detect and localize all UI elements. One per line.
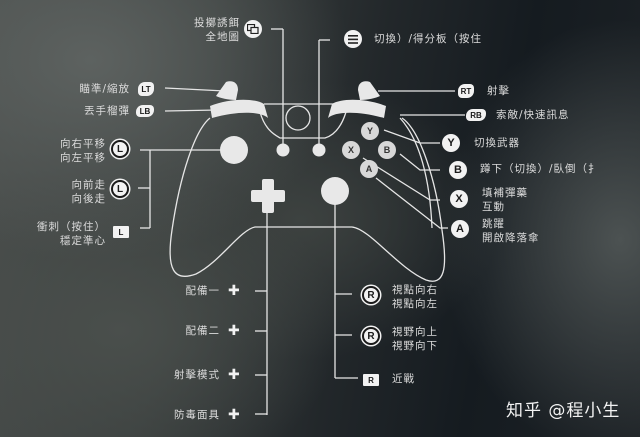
dpad-right-icon: ✚ (228, 323, 240, 339)
view-icon (244, 20, 262, 38)
rs-v-line2: 視野向下 (392, 340, 438, 352)
rt-label: 射擊 (487, 85, 510, 97)
ls-vertical-label: 向前走 向後走 (50, 178, 106, 206)
dpad-up-icon: ✚ (228, 367, 240, 383)
controller-y-glyph: Y (367, 126, 373, 136)
ls-h-line1: 向右平移 (60, 138, 106, 150)
a-button-badge: A (451, 220, 469, 238)
view-label-line1: 投擲誘餌 (194, 17, 240, 29)
dpad-left-label: 配備一 (185, 285, 220, 297)
left-stick-icon: L (111, 140, 129, 158)
a-label: 跳躍 開啟降落傘 (482, 217, 540, 245)
lb-label: 丟手榴彈 (84, 105, 130, 117)
rs-click-label: 近戰 (392, 373, 415, 385)
a-line1: 跳躍 (482, 218, 505, 230)
right-stick-icon: R (362, 286, 380, 304)
dpad-left-icon: ✚ (228, 283, 240, 299)
right-stick-click-icon: R (363, 374, 379, 386)
left-stick-click-icon: L (113, 226, 129, 238)
rt-badge: RT (458, 84, 474, 98)
rs-v-line1: 視野向上 (392, 326, 438, 338)
x-button-badge: X (450, 190, 468, 208)
y-button-badge: Y (442, 134, 460, 152)
ls-horizontal-label: 向右平移 向左平移 (50, 137, 106, 165)
dpad-down-icon: ✚ (228, 407, 240, 423)
y-label: 切換武器 (474, 137, 520, 149)
left-stick-icon: L (111, 180, 129, 198)
a-line2: 開啟降落傘 (482, 232, 540, 244)
ls-v-line1: 向前走 (71, 179, 106, 191)
dpad-right-label: 配備二 (185, 325, 220, 337)
rs-h-line2: 視點向左 (392, 298, 438, 310)
controller-x-glyph: X (348, 145, 354, 155)
lt-label: 瞄準/縮放 (79, 83, 130, 95)
rs-horizontal-label: 視點向右 視點向左 (392, 283, 438, 311)
x-line2: 互動 (482, 201, 505, 213)
rs-h-line1: 視點向右 (392, 284, 438, 296)
dpad-up-label: 射擊模式 (174, 369, 220, 381)
b-button-badge: B (449, 161, 467, 179)
ls-click-line1: 衝刺（按住） (37, 221, 106, 233)
rb-label: 索敵/快速訊息 (496, 109, 570, 121)
lt-badge: LT (138, 82, 154, 96)
controller-a-glyph: A (366, 164, 373, 174)
controller-b-glyph: B (384, 145, 391, 155)
b-label: 蹲下（切換）/臥倒（扌 (480, 163, 600, 175)
x-line1: 填補彈藥 (482, 187, 528, 199)
ls-h-line2: 向左平移 (60, 152, 106, 164)
lb-badge: LB (136, 105, 154, 117)
watermark: 知乎 @程小生 (506, 401, 621, 421)
right-stick-icon: R (362, 327, 380, 345)
ls-v-line2: 向後走 (71, 193, 106, 205)
menu-icon (344, 30, 362, 48)
rs-vertical-label: 視野向上 視野向下 (392, 325, 438, 353)
menu-button-label: 切換）/得分板（按住 (374, 33, 483, 45)
view-button-label: 投擲誘餌 全地圖 (180, 16, 240, 44)
dpad-down-label: 防毒面具 (174, 409, 220, 421)
view-label-line2: 全地圖 (205, 31, 240, 43)
ls-click-label: 衝刺（按住） 穩定準心 (18, 220, 106, 248)
rb-badge: RB (466, 109, 486, 121)
ls-click-line2: 穩定準心 (60, 235, 106, 247)
x-label: 填補彈藥 互動 (482, 186, 528, 214)
